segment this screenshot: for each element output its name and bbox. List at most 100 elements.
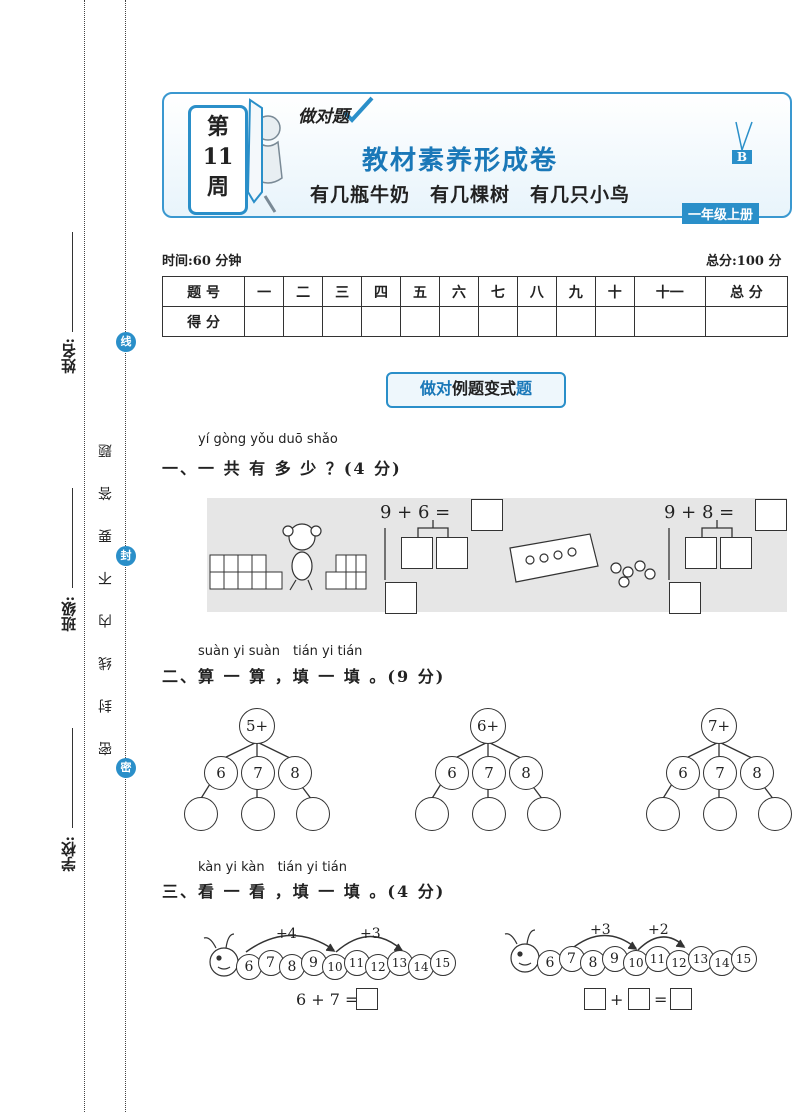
score-value-row: 得 分 [161, 306, 789, 337]
jump-label: +3 [590, 922, 611, 938]
paper-subtitle: 有几瓶牛奶 有几棵树 有几只小鸟 [310, 184, 631, 206]
caterpillar-segment: 15 [730, 946, 757, 972]
score-cell[interactable] [361, 306, 402, 337]
q1-pinyin: yí gòng yǒu duō shǎo [198, 432, 338, 447]
q1-title: 一、一 共 有 多 少 ？(4 分) [162, 459, 402, 478]
answer-circle[interactable] [184, 797, 218, 831]
section-banner-rest: 例题变式 [452, 379, 517, 398]
school-blank[interactable] [72, 728, 73, 828]
week-line-1: 第 [206, 114, 229, 140]
tree-number-node: 8 [509, 756, 543, 790]
plus-sign: + [610, 990, 624, 1009]
tree-number-node: 7 [472, 756, 506, 790]
section-banner: 做对例题变式题 [386, 372, 566, 408]
answer-circle[interactable] [758, 797, 792, 831]
answer-circle[interactable] [527, 797, 561, 831]
score-cell[interactable] [594, 306, 635, 337]
score-cell[interactable] [322, 306, 363, 337]
seal-mi: 密 [116, 758, 136, 778]
section-banner-a: 做 [419, 379, 436, 398]
answer-box[interactable] [628, 988, 650, 1010]
answer-box[interactable] [471, 499, 503, 531]
caterpillar-head-icon [504, 929, 540, 973]
score-cell[interactable] [438, 306, 479, 337]
time-limit: 时间:60 分钟 [162, 254, 242, 269]
total-score: 总分:100 分 [706, 254, 782, 269]
answer-box[interactable] [356, 988, 378, 1010]
score-header-cell: 六 [438, 276, 479, 307]
tree-number-node: 7 [241, 756, 275, 790]
score-header-row: 题 号 一 二 三 四 五 六 七 八 九 十 十一 总 分 [161, 276, 789, 307]
jump-label: +3 [360, 926, 381, 942]
score-header-cell: 三 [322, 276, 363, 307]
section-banner-end: 题 [516, 379, 533, 398]
q1-equation-1: 9 + 6 = [380, 502, 451, 523]
split-box[interactable] [436, 537, 468, 569]
answer-box[interactable] [755, 499, 787, 531]
tree-top-node: 7+ [701, 708, 737, 744]
jump-label: +4 [276, 926, 297, 942]
class-blank[interactable] [72, 488, 73, 588]
score-header-cell: 二 [283, 276, 324, 307]
tree-number-node: 8 [740, 756, 774, 790]
answer-box[interactable] [670, 988, 692, 1010]
score-cell[interactable] [704, 306, 789, 337]
q2-title: 二、算 一 算 ，填 一 填 。(9 分) [162, 667, 446, 686]
seal-line-warning: 密 封 线 内 不 要 答 题 [98, 432, 114, 756]
tree-number-node: 8 [278, 756, 312, 790]
caterpillar-segment: 13 [687, 946, 714, 972]
score-cell[interactable] [516, 306, 557, 337]
tree-top-node: 6+ [470, 708, 506, 744]
week-badge: 第 11 周 [188, 105, 248, 215]
answer-circle[interactable] [703, 797, 737, 831]
caterpillar-segment: 15 [429, 950, 456, 976]
answer-circle[interactable] [296, 797, 330, 831]
seal-feng: 封 [116, 546, 136, 566]
q3-equation-1: 6 + 7 = [296, 990, 359, 1009]
answer-box[interactable] [669, 582, 701, 614]
caterpillar-segment: 11 [343, 950, 370, 976]
answer-box[interactable] [584, 988, 606, 1010]
score-header-cell: 八 [516, 276, 557, 307]
score-cell[interactable] [283, 306, 324, 337]
answer-circle[interactable] [472, 797, 506, 831]
score-cell[interactable] [400, 306, 440, 337]
q2-pinyin: suàn yi suàn tián yi tián [198, 644, 363, 659]
tree-number-node: 6 [666, 756, 700, 790]
version-badge: B [732, 150, 752, 164]
jump-label: +2 [648, 922, 669, 938]
answer-box[interactable] [385, 582, 417, 614]
score-header-cell: 十 [594, 276, 635, 307]
week-line-3: 周 [206, 174, 229, 200]
split-box[interactable] [720, 537, 752, 569]
tree-number-node: 6 [204, 756, 238, 790]
name-blank[interactable] [72, 232, 73, 332]
score-row-label: 得 分 [161, 306, 246, 337]
split-box[interactable] [401, 537, 433, 569]
equals-sign: = [654, 990, 668, 1009]
score-cell[interactable] [555, 306, 596, 337]
score-cell[interactable] [477, 306, 518, 337]
score-table: 题 号 一 二 三 四 五 六 七 八 九 十 十一 总 分 得 分 [161, 276, 789, 337]
score-cell[interactable] [633, 306, 706, 337]
grade-badge: 一年级上册 [682, 203, 760, 224]
score-header-cell: 十一 [633, 276, 706, 307]
score-header-cell: 题 号 [161, 276, 246, 307]
tree-number-node: 6 [435, 756, 469, 790]
answer-circle[interactable] [241, 797, 275, 831]
q1-equation-2: 9 + 8 = [664, 502, 735, 523]
tree-top-node: 5+ [239, 708, 275, 744]
score-header-cell: 四 [361, 276, 402, 307]
answer-circle[interactable] [415, 797, 449, 831]
section-banner-b: 对 [435, 379, 452, 398]
score-cell[interactable] [244, 306, 285, 337]
name-label: 姓名: [60, 338, 78, 374]
seal-xian: 线 [116, 332, 136, 352]
week-line-2: 11 [202, 144, 234, 170]
split-box[interactable] [685, 537, 717, 569]
binding-dotted-line-outer [84, 0, 85, 1112]
q3-pinyin: kàn yi kàn tián yi tián [198, 860, 347, 875]
score-header-cell: 七 [477, 276, 518, 307]
paper-title: 教材素养形成卷 [362, 146, 559, 176]
answer-circle[interactable] [646, 797, 680, 831]
